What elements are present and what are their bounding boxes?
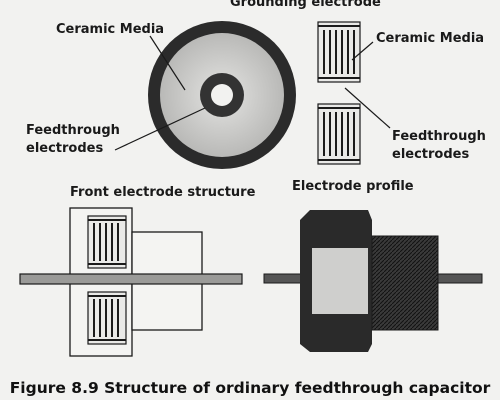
leader-lines-right	[344, 41, 391, 129]
front-electrode-structure	[19, 207, 243, 357]
label-feedthrough-left-2: electrodes	[26, 141, 103, 156]
electrode-profile-lower	[317, 103, 361, 165]
feedthrough-rod-left	[19, 273, 243, 285]
ceramic-window	[312, 248, 368, 314]
electrode-profile-exterior	[263, 210, 483, 352]
leader-lines-left	[114, 35, 206, 151]
label-ceramic-media-left: Ceramic Media	[56, 22, 164, 37]
label-feedthrough-left-1: Feedthrough	[26, 123, 120, 138]
label-front-electrode-structure: Front electrode structure	[70, 185, 256, 200]
label-feedthrough-right-1: Feedthrough	[392, 129, 486, 144]
electrode-profile-upper	[317, 21, 361, 83]
front-view-disc	[148, 21, 296, 169]
threaded-section	[371, 235, 439, 331]
label-ceramic-media-right: Ceramic Media	[376, 31, 484, 46]
figure-caption: Figure 8.9 Structure of ordinary feedthr…	[10, 379, 491, 397]
label-feedthrough-right-2: electrodes	[392, 147, 469, 162]
label-grounding-electrode: Grounding electrode	[230, 0, 381, 10]
center-hole	[211, 84, 233, 106]
label-electrode-profile: Electrode profile	[292, 179, 414, 194]
